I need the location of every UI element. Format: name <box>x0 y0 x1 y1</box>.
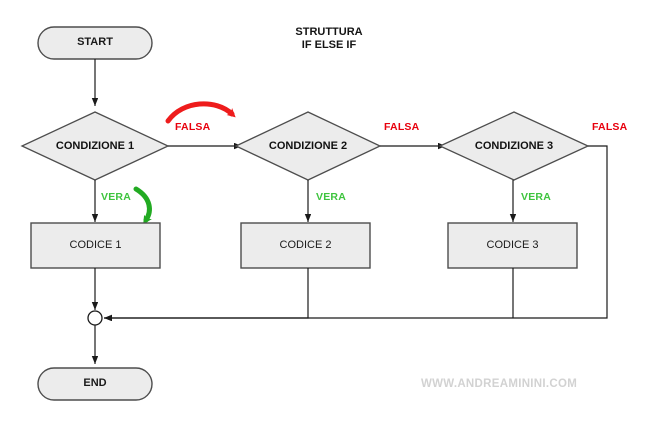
merge-junction-node[interactable] <box>87 310 103 326</box>
condition1-node-shape[interactable] <box>20 111 170 181</box>
start-node-shape[interactable] <box>37 26 153 60</box>
green-curved-arrow-1 <box>133 186 152 225</box>
code2-node-shape[interactable] <box>240 222 371 269</box>
condition2-node-shape[interactable] <box>234 111 382 181</box>
end-node-shape[interactable] <box>37 367 153 401</box>
code1-node-shape[interactable] <box>30 222 161 269</box>
condition3-node-shape[interactable] <box>438 111 590 181</box>
edge-condition3-false-to-merge <box>104 145 608 322</box>
edge-code2-to-merge <box>104 268 309 322</box>
code3-node-shape[interactable] <box>447 222 578 269</box>
red-curved-arrow-1 <box>165 101 236 124</box>
